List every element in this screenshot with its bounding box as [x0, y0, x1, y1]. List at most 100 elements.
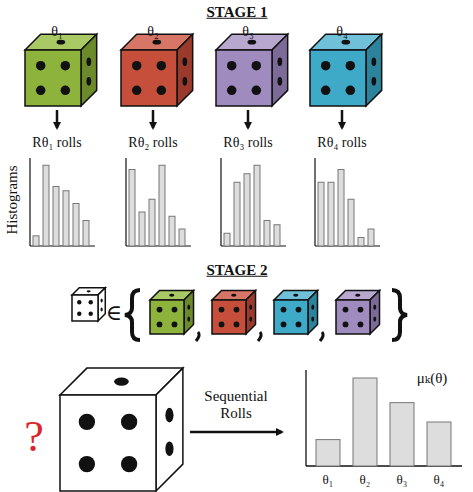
die-pip [311, 305, 314, 310]
die-pip [355, 294, 360, 297]
die-pip [311, 316, 314, 321]
text-label: Rθ₃ rolls [223, 135, 272, 150]
die [60, 368, 183, 491]
die-pip [86, 77, 91, 86]
text-label: Histograms [4, 165, 21, 234]
text-label: θ₄ [434, 473, 445, 487]
die-pip [86, 57, 91, 66]
histogram-bar [169, 216, 175, 246]
die-pip [219, 322, 225, 328]
die-pip [182, 57, 187, 66]
histogram-bar [224, 233, 230, 246]
histogram-bar [129, 170, 135, 247]
die-pip [373, 316, 376, 321]
die-side [81, 34, 97, 106]
die-pip [234, 307, 240, 313]
die-pip [219, 307, 225, 313]
text-label: θ₂ [147, 24, 159, 39]
die-pip [101, 298, 103, 302]
die-face [60, 395, 156, 491]
die-pip [157, 61, 167, 71]
histogram-bar [53, 187, 59, 247]
die-pip [371, 57, 376, 66]
die-pip [373, 305, 376, 310]
die-face [216, 50, 272, 106]
arrow [341, 110, 344, 128]
die-pip [89, 312, 93, 316]
comma [258, 332, 261, 341]
die-pip [343, 322, 349, 328]
die-pip [358, 322, 364, 328]
die-pip [165, 441, 173, 456]
die [310, 34, 382, 106]
die [336, 290, 380, 334]
die [150, 290, 194, 334]
axis [29, 158, 30, 246]
die-face [121, 50, 177, 106]
die-face [72, 295, 98, 321]
die-pip [61, 61, 71, 71]
histogram-bar [159, 165, 165, 246]
die-pip [165, 408, 173, 423]
text-label: Rθ₂ rolls [128, 135, 177, 150]
histogram-bar [338, 170, 344, 247]
histogram-bar [63, 191, 69, 246]
die-pip [57, 40, 66, 45]
die-pip [36, 61, 46, 71]
die-pip [36, 86, 46, 96]
stage-heading: STAGE 2 [207, 262, 268, 279]
histogram-bar [83, 221, 89, 247]
die-side [272, 34, 288, 106]
histogram-bar [358, 238, 364, 247]
histogram-bar [348, 199, 354, 246]
axis [314, 158, 315, 246]
die-pip [114, 377, 129, 385]
die-pip [153, 40, 162, 45]
posterior-bar [427, 422, 451, 466]
die-pip [346, 86, 356, 96]
die-face [150, 300, 184, 334]
arrow [152, 110, 155, 128]
histogram-bar [318, 182, 324, 246]
die-pip [252, 61, 262, 71]
die-pip [132, 61, 142, 71]
comma [320, 332, 323, 341]
histogram-bar [244, 174, 250, 246]
die-pip [172, 307, 178, 313]
die-pip [342, 40, 351, 45]
die-side [370, 290, 380, 334]
brace [392, 290, 407, 340]
die-pip [277, 57, 282, 66]
arrow [247, 110, 250, 128]
text-label: θ₁ [323, 473, 334, 487]
die-pip [169, 294, 174, 297]
die-pip [61, 86, 71, 96]
die-pip [358, 307, 364, 313]
brace [125, 290, 140, 340]
posterior-bar [353, 378, 377, 466]
text-label: θ₂ [360, 473, 371, 487]
histogram-bar [43, 165, 49, 246]
die-pip [346, 61, 356, 71]
die-pip [281, 322, 287, 328]
histogram-bar [368, 229, 374, 246]
posterior-bar [390, 403, 414, 466]
die-pip [77, 300, 81, 304]
die-side [177, 34, 193, 106]
text-label: θ₁ [51, 24, 63, 39]
axis [125, 158, 126, 246]
die-pip [187, 316, 190, 321]
die-pip [234, 322, 240, 328]
die-pip [157, 322, 163, 328]
histogram-bar [328, 182, 334, 246]
die-pip [79, 414, 95, 430]
stage-heading: STAGE 1 [207, 4, 268, 21]
die-face [274, 300, 308, 334]
text-label: μₖ(θ) [417, 370, 448, 387]
axis [220, 158, 221, 246]
text-label: ∈ [106, 301, 122, 325]
die-pip [249, 305, 252, 310]
die-pip [121, 456, 137, 472]
comma [196, 332, 199, 341]
die-pip [77, 312, 81, 316]
